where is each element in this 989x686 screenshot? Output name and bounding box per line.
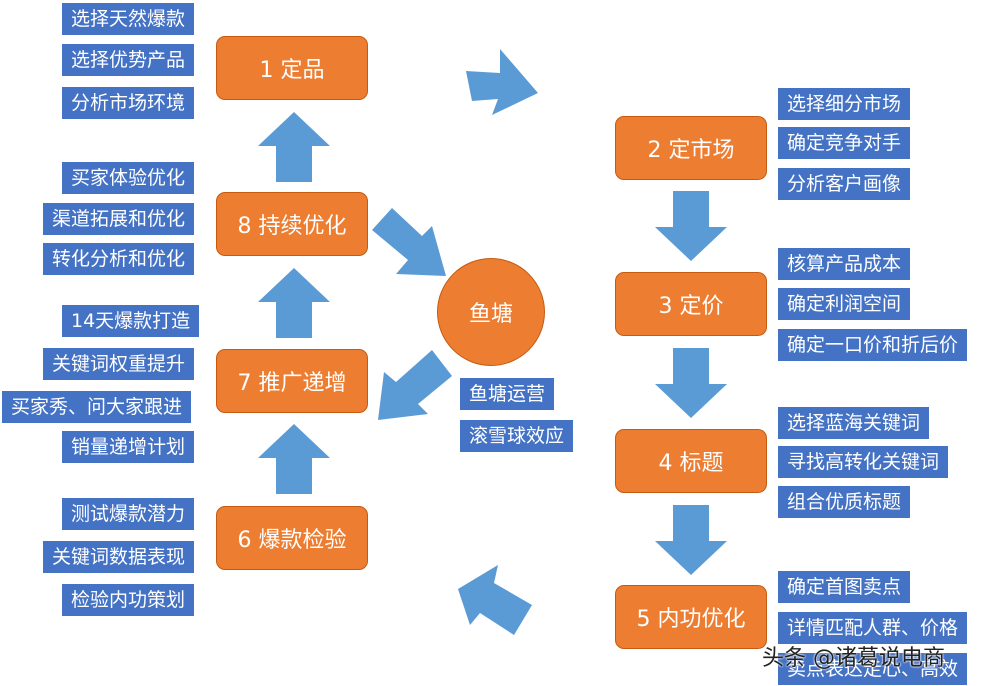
step-1-box: 1 定品 bbox=[216, 36, 368, 100]
arrow-7-to-8 bbox=[258, 268, 330, 338]
tag-s1-3: 分析市场环境 bbox=[62, 87, 195, 119]
tag-s5-2: 详情匹配人群、价格 bbox=[778, 612, 968, 644]
tag-s4-2: 寻找高转化关键词 bbox=[778, 446, 949, 478]
tag-s7-2: 关键词权重提升 bbox=[43, 348, 195, 380]
tag-s6-1: 测试爆款潜力 bbox=[62, 498, 195, 530]
step-2-box: 2 定市场 bbox=[615, 116, 767, 180]
tag-s1-1: 选择天然爆款 bbox=[62, 3, 195, 35]
step-3-label: 3 定价 bbox=[658, 294, 724, 319]
tag-s6-2: 关键词数据表现 bbox=[43, 541, 195, 573]
tag-s3-3: 确定一口价和折后价 bbox=[778, 329, 968, 361]
arrow-2-to-3 bbox=[655, 191, 727, 261]
step-5-label: 5 内功优化 bbox=[636, 607, 746, 632]
tag-center-1: 鱼塘运营 bbox=[460, 378, 555, 410]
center-label: 鱼塘 bbox=[468, 302, 513, 327]
tag-s7-3: 买家秀、问大家跟进 bbox=[2, 391, 192, 423]
arrow-4-to-5 bbox=[655, 505, 727, 575]
tag-s2-2: 确定竞争对手 bbox=[778, 127, 911, 159]
step-4-label: 4 标题 bbox=[658, 451, 724, 476]
step-1-label: 1 定品 bbox=[259, 58, 325, 83]
step-7-box: 7 推广递增 bbox=[216, 349, 368, 413]
arrow-center-to-7 bbox=[378, 350, 452, 420]
step-8-box: 8 持续优化 bbox=[216, 192, 368, 256]
tag-center-2: 滚雪球效应 bbox=[460, 420, 574, 452]
tag-s5-3: 卖点表达走心、高效 bbox=[778, 653, 968, 685]
step-8-label: 8 持续优化 bbox=[237, 214, 347, 239]
tag-s4-3: 组合优质标题 bbox=[778, 486, 911, 518]
arrow-5-to-6 bbox=[458, 565, 532, 635]
tag-s2-1: 选择细分市场 bbox=[778, 88, 911, 120]
step-2-label: 2 定市场 bbox=[647, 138, 735, 163]
step-4-box: 4 标题 bbox=[615, 429, 767, 493]
step-5-box: 5 内功优化 bbox=[615, 585, 767, 649]
tag-s3-1: 核算产品成本 bbox=[778, 248, 911, 280]
tag-s7-1: 14天爆款打造 bbox=[62, 305, 200, 337]
arrow-8-to-center bbox=[372, 208, 446, 276]
watermark-text: 头条 @诸葛说电商 bbox=[762, 646, 945, 671]
step-7-label: 7 推广递增 bbox=[237, 371, 347, 396]
tag-s3-2: 确定利润空间 bbox=[778, 288, 911, 320]
tag-s8-2: 渠道拓展和优化 bbox=[43, 203, 195, 235]
step-6-label: 6 爆款检验 bbox=[237, 528, 347, 553]
tag-s6-3: 检验内功策划 bbox=[62, 584, 195, 616]
arrow-8-to-1 bbox=[258, 112, 330, 182]
tag-s5-1: 确定首图卖点 bbox=[778, 571, 911, 603]
arrow-6-to-7 bbox=[258, 424, 330, 494]
tag-s1-2: 选择优势产品 bbox=[62, 44, 195, 76]
tag-s8-1: 买家体验优化 bbox=[62, 162, 195, 194]
tag-s4-1: 选择蓝海关键词 bbox=[778, 407, 930, 439]
step-3-box: 3 定价 bbox=[615, 272, 767, 336]
arrow-1-to-2 bbox=[466, 49, 538, 115]
arrow-3-to-4 bbox=[655, 348, 727, 418]
tag-s2-3: 分析客户画像 bbox=[778, 168, 911, 200]
tag-s8-3: 转化分析和优化 bbox=[43, 243, 195, 275]
center-circle: 鱼塘 bbox=[437, 258, 545, 366]
tag-s7-4: 销量递增计划 bbox=[62, 431, 195, 463]
step-6-box: 6 爆款检验 bbox=[216, 506, 368, 570]
